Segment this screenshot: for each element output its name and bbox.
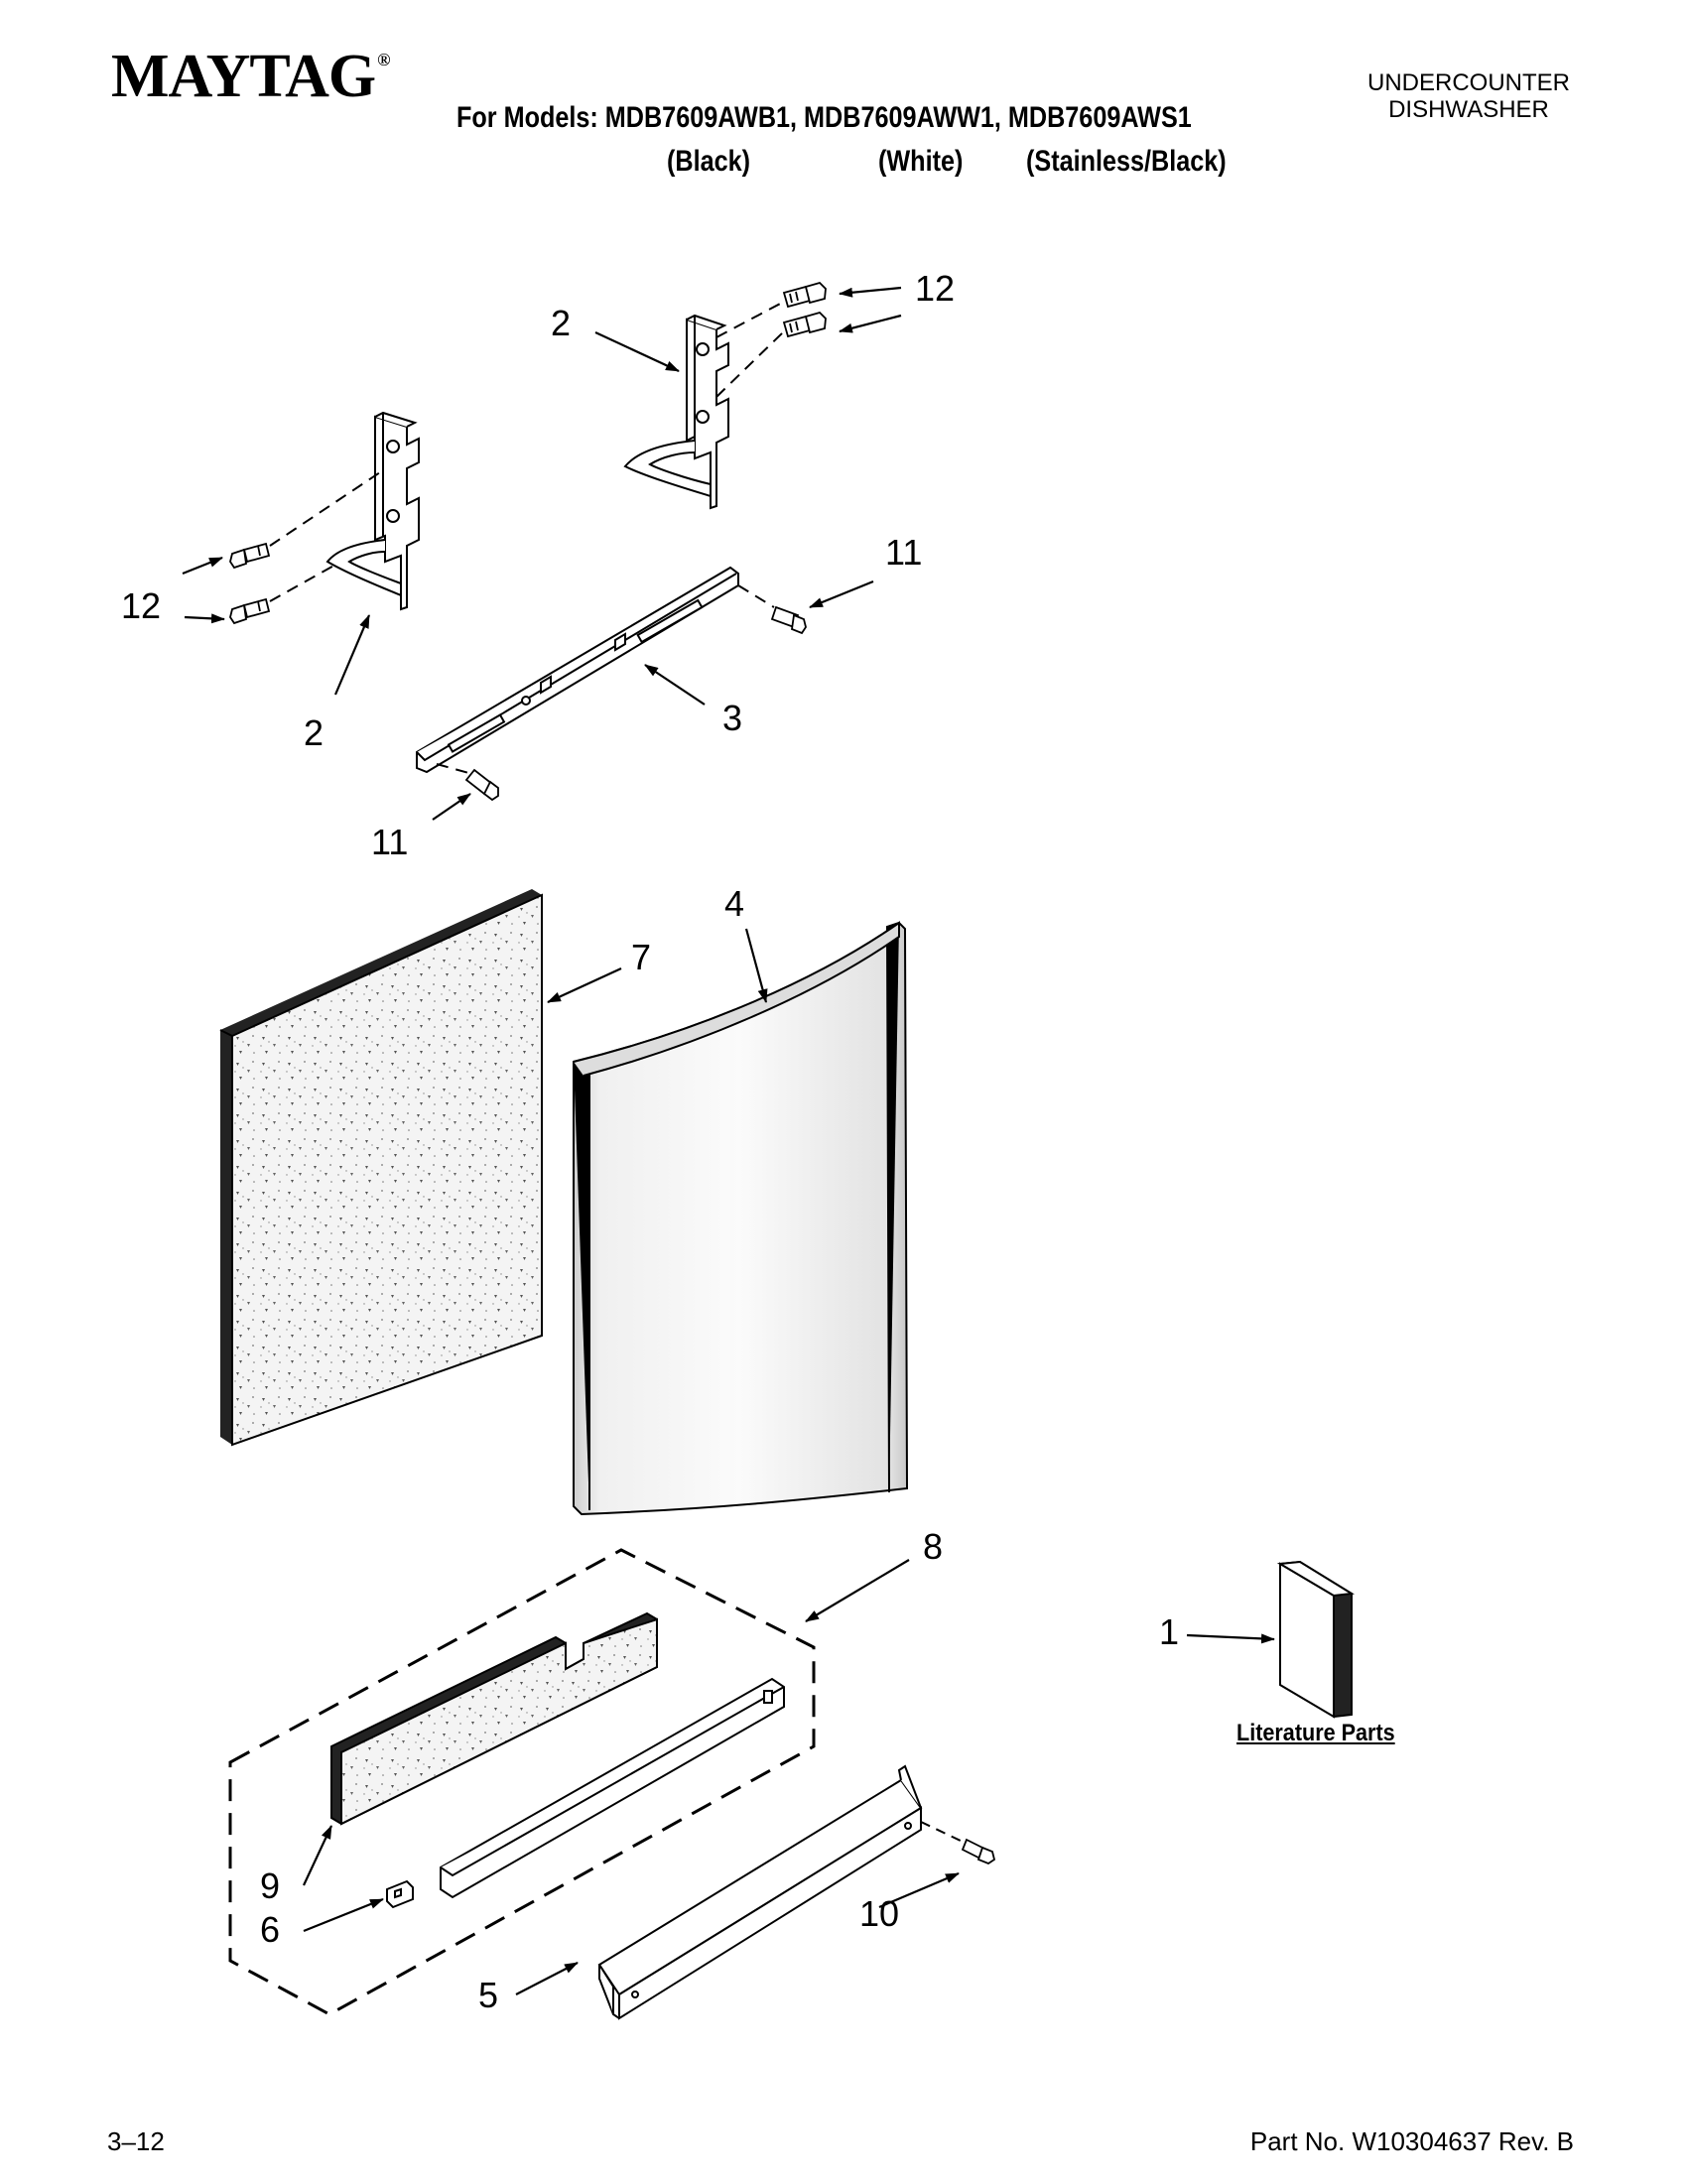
callout-4: 4 [724,883,745,924]
variant-black: (Black) [667,145,751,178]
dashed-guide-screw-10 [920,1821,964,1843]
callout-12-upper: 12 [915,268,956,309]
callout-3: 3 [722,698,743,738]
document-type: UNDERCOUNTER DISHWASHER [1350,69,1588,123]
callout-11-left: 11 [371,822,409,862]
toe-kick-assembly-outline [228,1548,816,2016]
dashed-guides-upper-right [715,301,785,398]
callout-2-upper: 2 [551,303,572,343]
screw-12-upper-a [782,281,827,309]
callout-9: 9 [260,1865,281,1906]
screw-12-upper-b [782,311,827,338]
part-number: Part No. W10304637 Rev. B [1249,2126,1574,2156]
callout-7: 7 [631,937,652,977]
callout-2-lower: 2 [304,712,325,753]
page-number: 3–12 [107,2126,165,2156]
callout-5: 5 [478,1975,499,2015]
literature-booklet [1276,1560,1356,1719]
callout-10: 10 [859,1893,900,1934]
door-rail [416,566,739,774]
doc-type-line1: UNDERCOUNTER [1367,69,1570,96]
toe-kick-strip [440,1677,785,1899]
doc-type-line2: DISHWASHER [1388,96,1549,123]
dashed-guides-rail [436,584,775,775]
variant-stainless-black: (Stainless/Black) [1026,145,1227,178]
callout-leaders [182,286,1275,1995]
brand-logo: MAYTAG® [111,43,391,110]
registered-mark: ® [377,50,390,69]
callout-11-right: 11 [885,532,923,573]
literature-parts-label: Literature Parts [1236,1720,1395,1746]
screw-12-left-b [229,597,271,625]
outer-door-panel [573,921,909,1516]
callout-6: 6 [260,1909,281,1950]
door-insulation-panel [219,889,543,1447]
screw-11-right [770,605,807,635]
screw-12-left-a [229,542,271,570]
dashed-guides-left [269,469,384,602]
hinge-bracket-right [623,314,729,510]
toe-kick-insulation [330,1611,658,1826]
hinge-bracket-left [325,411,420,611]
callout-12-left: 12 [121,585,162,626]
toe-kick-panel [597,1764,923,2020]
clip [386,1879,414,1909]
callout-1: 1 [1159,1611,1180,1652]
models-line: For Models: MDB7609AWB1, MDB7609AWW1, MD… [456,101,1192,134]
callout-8: 8 [923,1526,944,1567]
screw-11-left [464,768,499,802]
screw-10 [961,1838,996,1865]
variant-white: (White) [878,145,964,178]
